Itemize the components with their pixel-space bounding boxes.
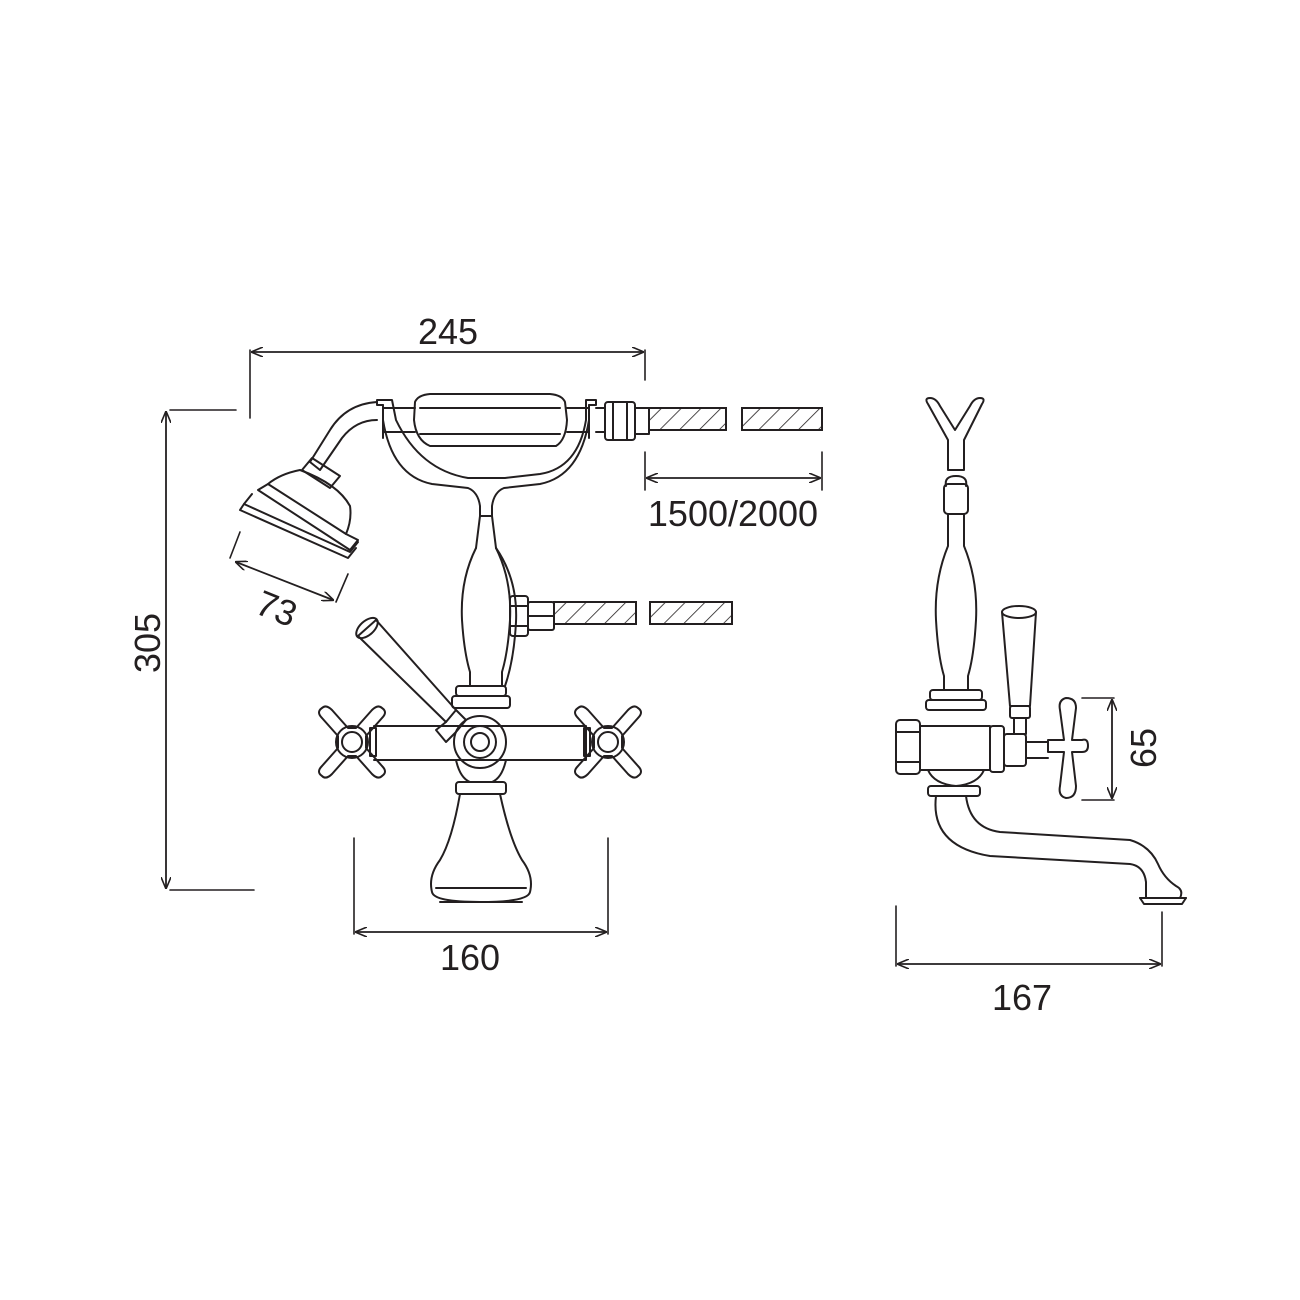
deck-shroud <box>430 793 532 903</box>
diverter-lever <box>355 616 467 743</box>
handset-handle <box>382 393 650 447</box>
dimension-label-160: 160 <box>440 937 500 978</box>
dimension-lines: 245 1500/2000 305 73 160 <box>127 311 1164 1018</box>
cold-cross-handle <box>574 705 642 779</box>
side-diverter-lever <box>1001 605 1037 735</box>
side-cross-handle <box>1047 697 1089 799</box>
dimension-handset-diameter: 73 <box>229 531 349 635</box>
front-view <box>239 393 823 903</box>
dimension-tap-centres: 160 <box>353 837 609 978</box>
side-cradle-fork <box>925 397 985 515</box>
dimension-label-305: 305 <box>127 613 168 673</box>
side-riser <box>925 513 987 711</box>
dimension-hose-length: 1500/2000 <box>644 451 823 534</box>
dimension-overall-height: 305 <box>127 409 255 891</box>
hot-cross-handle <box>318 705 386 779</box>
dimension-label-73: 73 <box>250 582 302 635</box>
dimension-label-hose: 1500/2000 <box>648 493 818 534</box>
mixer-body <box>373 715 587 795</box>
dimension-label-65: 65 <box>1123 728 1164 768</box>
side-view <box>895 397 1187 905</box>
central-riser <box>460 515 518 687</box>
lower-hose-connector <box>509 595 733 637</box>
dimension-spout-projection: 167 <box>895 905 1163 1018</box>
shower-handset-head <box>239 401 378 559</box>
shower-hose-upper <box>648 407 823 431</box>
dimension-label-167: 167 <box>992 977 1052 1018</box>
dimension-handle-height: 65 <box>1081 697 1164 801</box>
handset-cradle <box>376 399 597 517</box>
side-spout <box>927 785 1187 905</box>
riser-collars <box>451 685 511 709</box>
dimension-overall-width: 245 <box>249 311 646 419</box>
dimension-label-245: 245 <box>418 311 478 352</box>
